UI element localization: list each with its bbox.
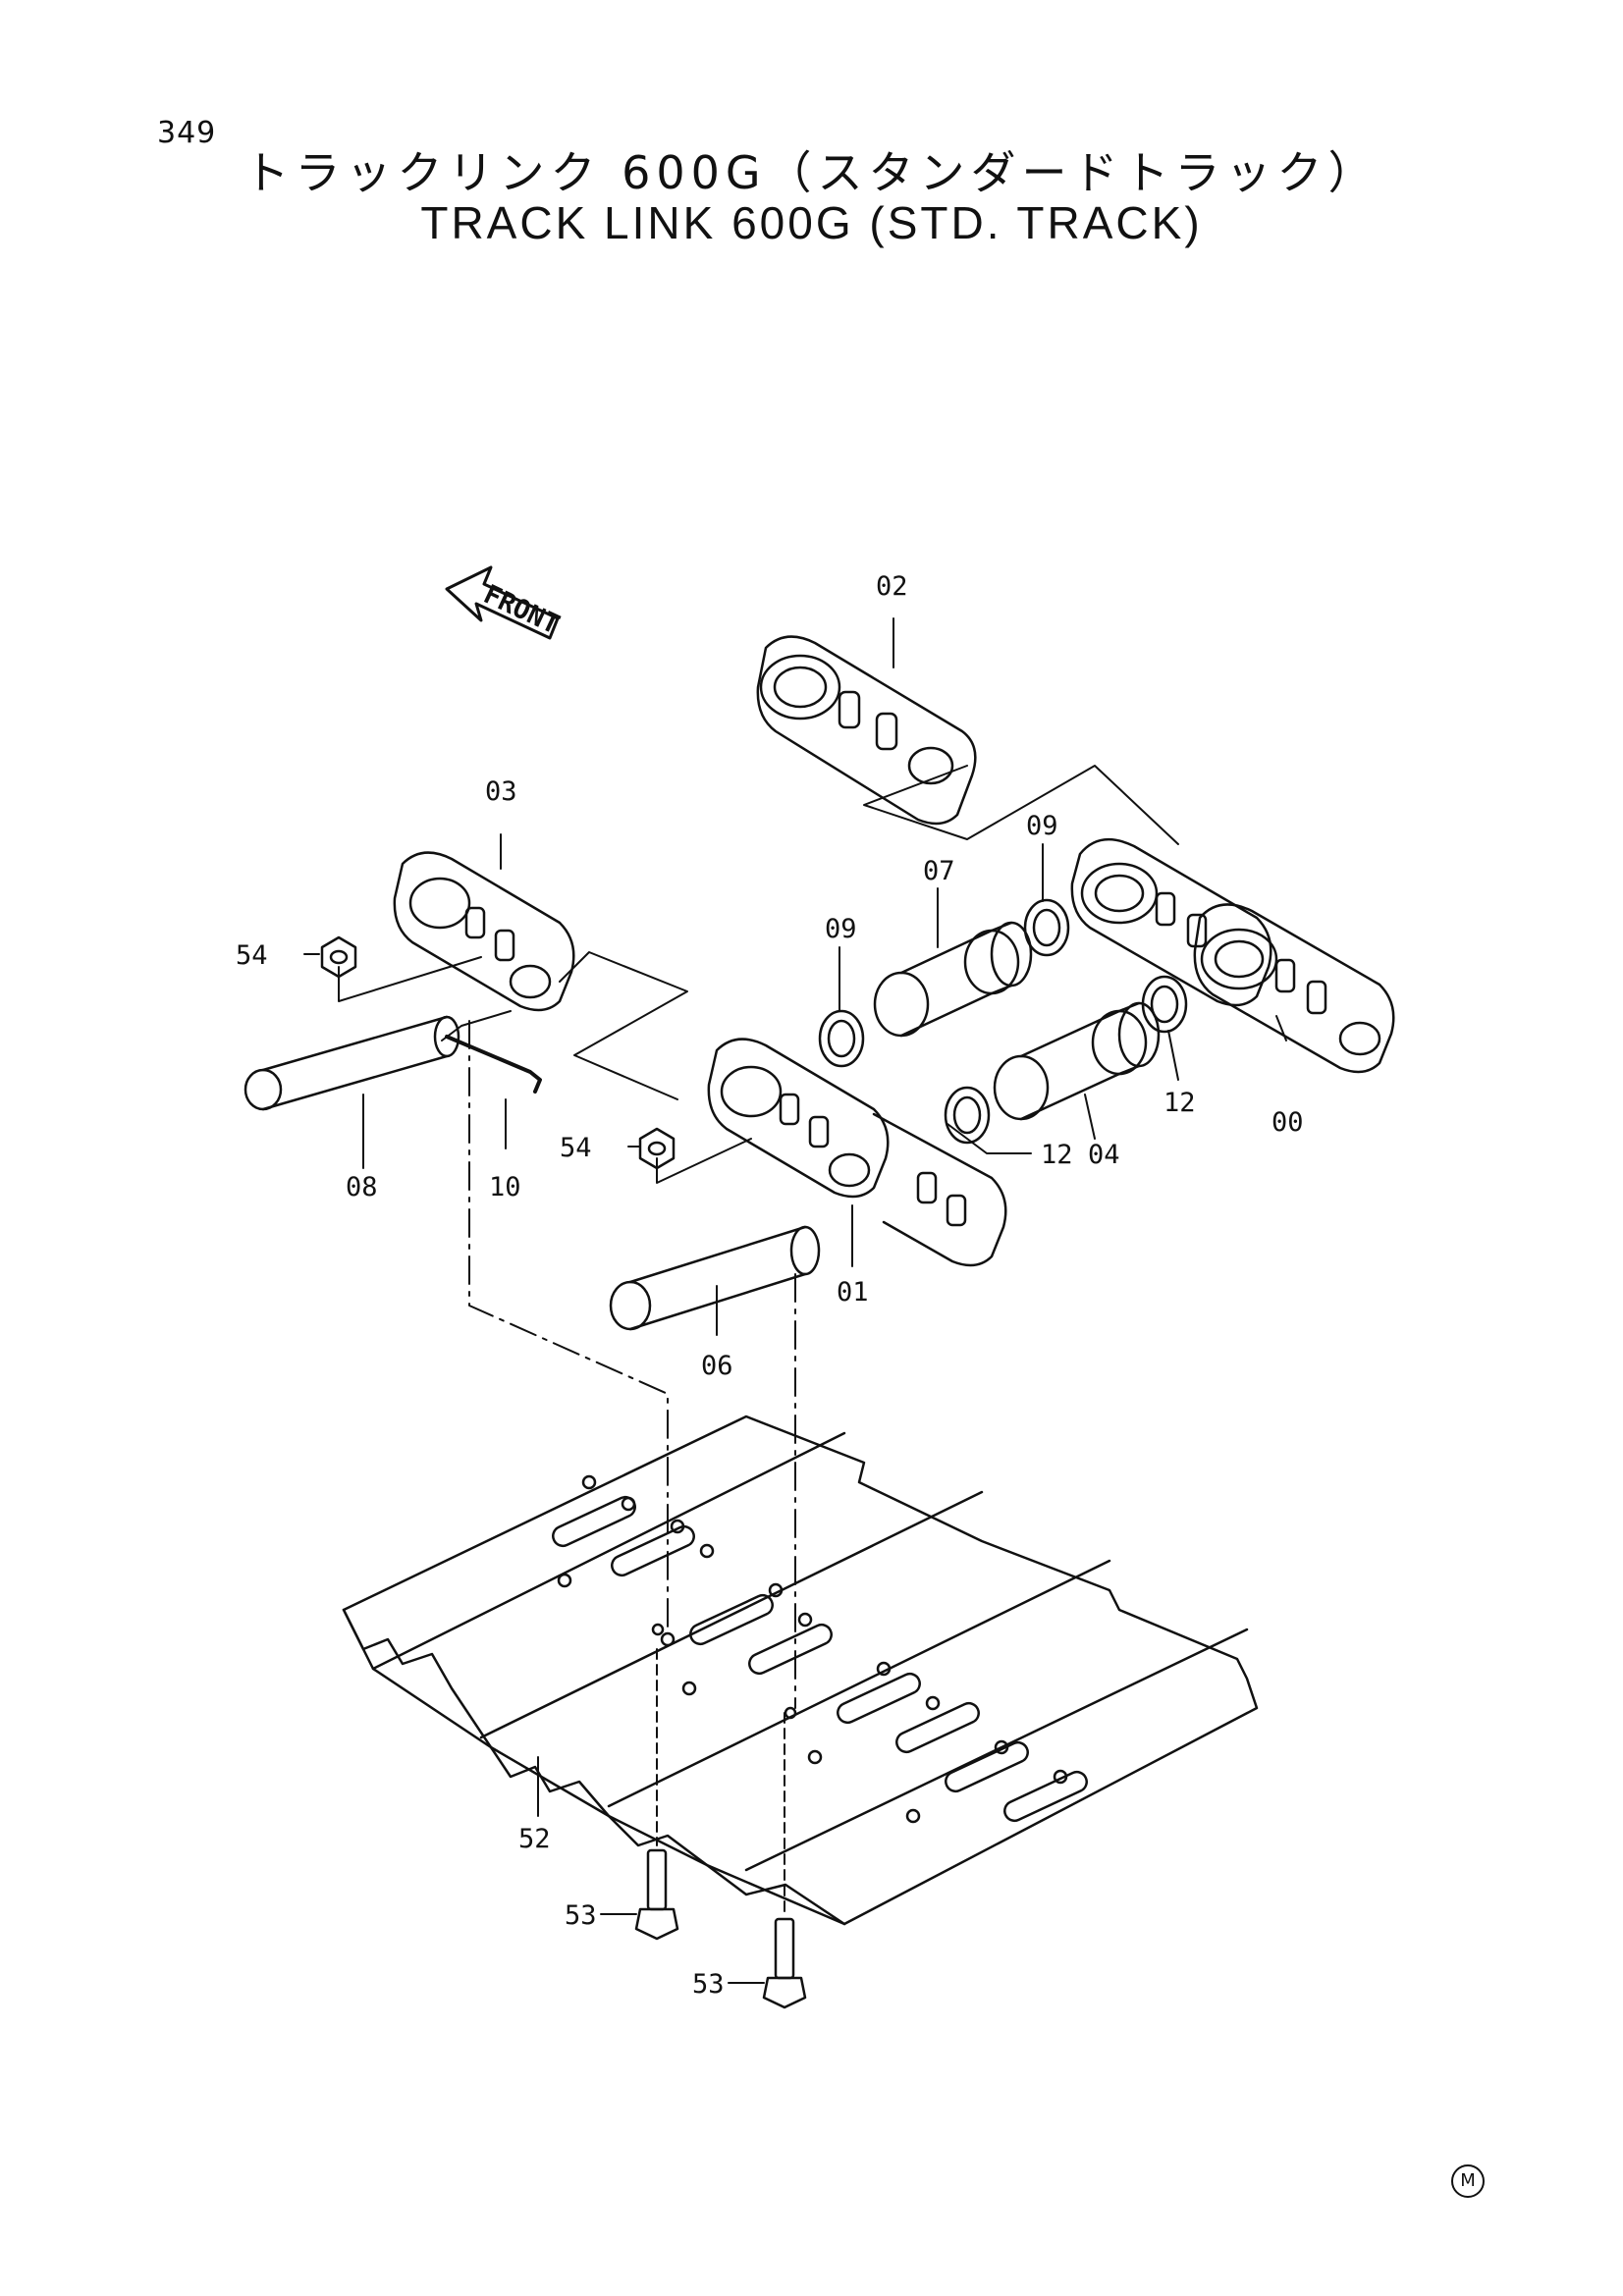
callout-leaders: [303, 617, 1287, 1984]
callout-53b: 53: [692, 1969, 725, 2000]
front-label: FRONT: [479, 579, 565, 640]
callout-00: 00: [1271, 1107, 1304, 1138]
callout-08: 08: [346, 1172, 378, 1202]
seal-09b: [1023, 898, 1070, 957]
assembly-lines: [338, 765, 1179, 1915]
track-link-01: [707, 1038, 1007, 1267]
nut-54a: [320, 935, 357, 979]
callout-52: 52: [518, 1824, 551, 1854]
track-link-03: [393, 851, 575, 1012]
callout-53a: 53: [565, 1900, 597, 1931]
track-link-00: [1070, 837, 1395, 1074]
bolt-53a: [634, 1848, 679, 1941]
track-shoe-52: [342, 1415, 1259, 1926]
callout-01: 01: [837, 1277, 869, 1308]
callout-54a: 54: [236, 940, 268, 971]
title-japanese: トラックリンク 600G（スタンダードトラック）: [243, 146, 1380, 199]
callout-06: 06: [701, 1351, 733, 1381]
seal-09: [818, 1009, 865, 1068]
master-pin-08: [243, 1015, 460, 1111]
front-arrow-icon: FRONT: [445, 565, 565, 641]
bushing-07: [873, 921, 1033, 1038]
nut-54b: [638, 1127, 676, 1170]
track-link-02: [756, 635, 977, 826]
spring-pin-10: [445, 1035, 542, 1094]
track-pin-06: [609, 1225, 821, 1331]
callout-12a: 12: [1041, 1140, 1073, 1170]
callout-02: 02: [876, 571, 908, 602]
title-english: TRACK LINK 600G (STD. TRACK): [420, 197, 1203, 248]
bolt-53b: [762, 1917, 807, 2009]
callout-12b: 12: [1163, 1088, 1196, 1118]
seal-12: [944, 1086, 991, 1145]
callout-03: 03: [485, 776, 517, 807]
seal-12b: [1141, 975, 1188, 1034]
callout-07: 07: [923, 856, 955, 886]
callout-09a: 09: [825, 914, 857, 944]
bushing-04: [993, 1001, 1161, 1121]
page-number: 349: [157, 116, 217, 150]
callout-10: 10: [489, 1172, 521, 1202]
callout-04: 04: [1088, 1140, 1120, 1170]
callout-09b: 09: [1026, 811, 1058, 841]
callout-54b: 54: [560, 1133, 592, 1163]
callout-labels: 02 03 09 07 09 54 12 00 12 04 54 08 10 0…: [236, 571, 1304, 2000]
corner-mark: M: [1451, 2164, 1485, 2198]
